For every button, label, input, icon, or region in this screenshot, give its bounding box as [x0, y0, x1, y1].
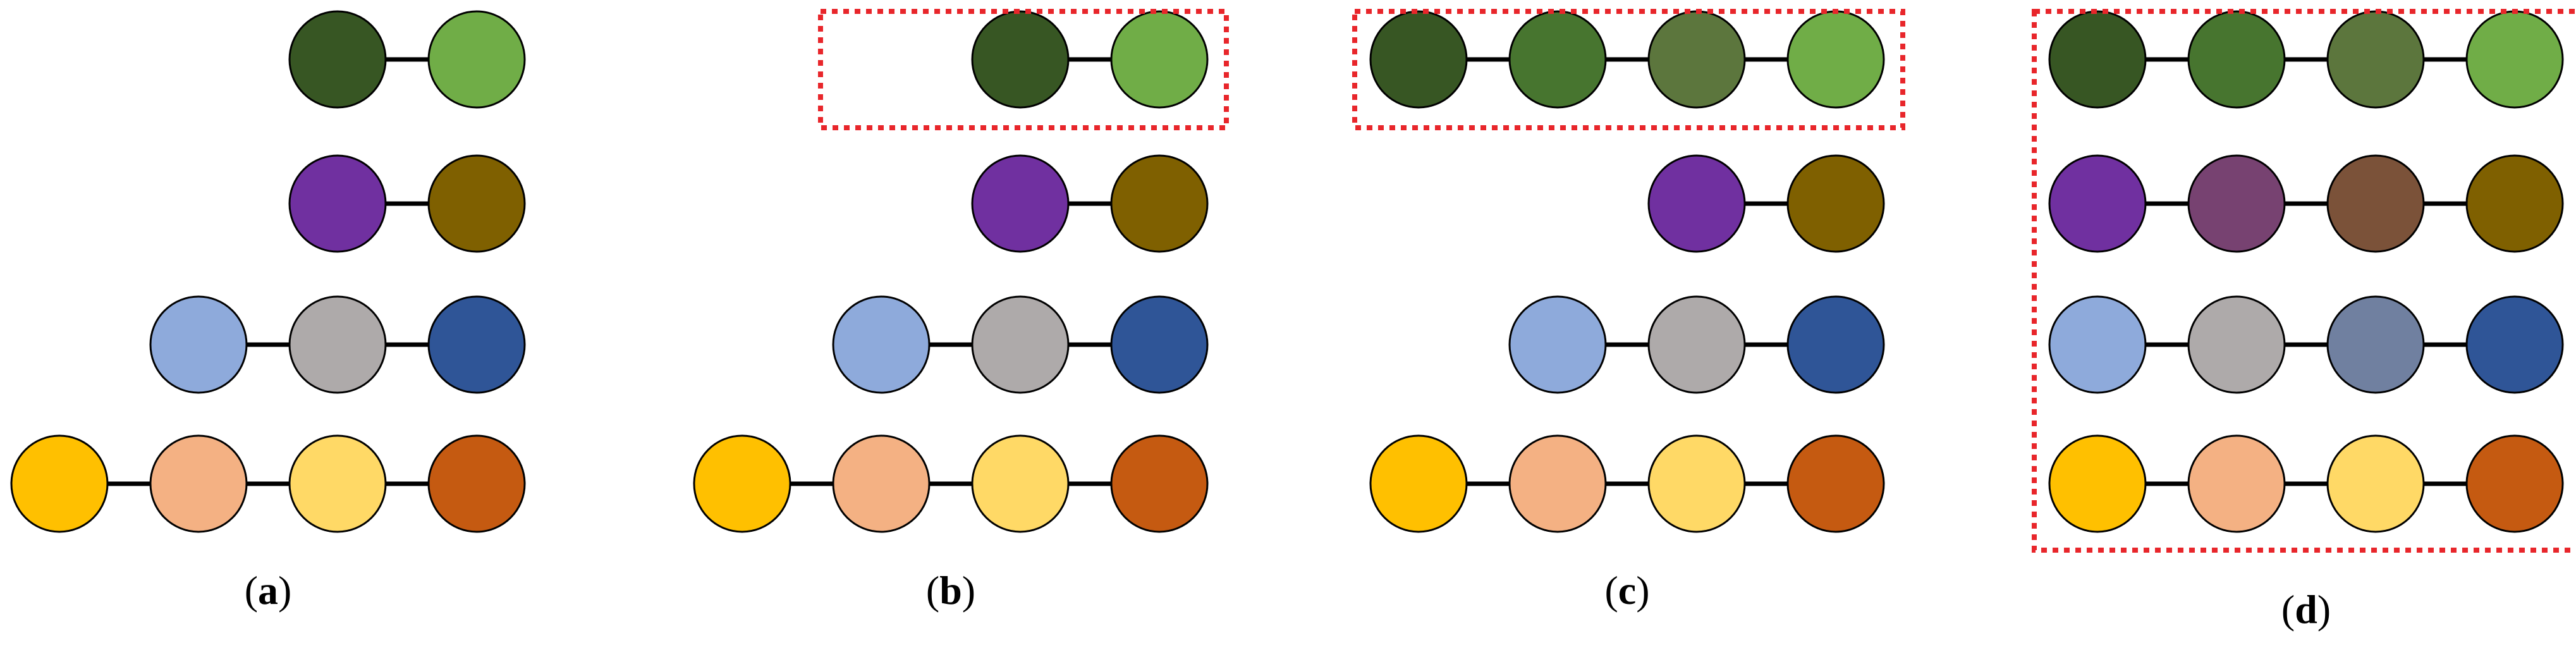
panel-caption: (d): [2281, 587, 2331, 632]
panel-caption-letter: d: [2295, 587, 2317, 632]
node-gray: [971, 295, 1070, 394]
panel-caption-letter: a: [258, 568, 278, 613]
node-gray: [1647, 295, 1746, 394]
node-blue-dark: [2465, 295, 2564, 394]
node-gray: [2187, 295, 2286, 394]
node-yellow: [971, 434, 1070, 533]
node-blue-light: [2048, 295, 2147, 394]
node-purple: [2048, 154, 2147, 253]
node-olive: [1110, 154, 1209, 253]
node-green-dark: [971, 10, 1070, 109]
edges-layer: [59, 57, 2515, 486]
node-rust: [1786, 434, 1885, 533]
panel-caption: (c): [1604, 568, 1649, 613]
node-olive: [427, 154, 526, 253]
highlight-boxes-layer: [818, 9, 2576, 553]
node-rust: [1110, 434, 1209, 533]
node-purple: [1647, 154, 1746, 253]
node-green-light: [427, 10, 526, 109]
node-purple-brown2: [2326, 154, 2425, 253]
node-gold: [1369, 434, 1468, 533]
node-green-light: [2465, 10, 2564, 109]
node-peach: [832, 434, 931, 533]
node-olive: [2465, 154, 2564, 253]
node-blue-dark: [1110, 295, 1209, 394]
node-olive: [1786, 154, 1885, 253]
node-green-mid2: [1647, 10, 1746, 109]
highlight-box: [1352, 9, 1905, 130]
node-rust: [427, 434, 526, 533]
node-yellow: [2326, 434, 2425, 533]
panel-caption-letter: c: [1618, 568, 1636, 613]
node-green-mid1: [1508, 10, 1607, 109]
node-purple: [971, 154, 1070, 253]
node-peach: [149, 434, 248, 533]
node-green-mid2: [2326, 10, 2425, 109]
captions-layer: (a) (b) (c) (d): [245, 568, 2331, 632]
node-yellow: [288, 434, 387, 533]
node-green-dark: [2048, 10, 2147, 109]
node-blue-light: [832, 295, 931, 394]
node-purple-brown1: [2187, 154, 2286, 253]
node-gold: [10, 434, 109, 533]
node-gray: [288, 295, 387, 394]
node-green-dark: [288, 10, 387, 109]
node-green-mid1: [2187, 10, 2286, 109]
node-blue-dark: [1786, 295, 1885, 394]
node-peach: [2187, 434, 2286, 533]
panel-caption-letter: b: [939, 568, 962, 613]
node-blue-dark: [427, 295, 526, 394]
node-green-dark: [1369, 10, 1468, 109]
node-gold: [693, 434, 791, 533]
node-purple: [288, 154, 387, 253]
node-blue-light: [149, 295, 248, 394]
nodes-layer: [10, 10, 2564, 533]
node-blue-gray: [2326, 295, 2425, 394]
node-yellow: [1647, 434, 1746, 533]
highlight-box: [2032, 9, 2576, 553]
node-green-light: [1786, 10, 1885, 109]
panel-caption: (b): [926, 568, 975, 613]
node-green-light: [1110, 10, 1209, 109]
node-blue-light: [1508, 295, 1607, 394]
node-gold: [2048, 434, 2147, 533]
panel-caption: (a): [245, 568, 292, 613]
node-peach: [1508, 434, 1607, 533]
node-rust: [2465, 434, 2564, 533]
